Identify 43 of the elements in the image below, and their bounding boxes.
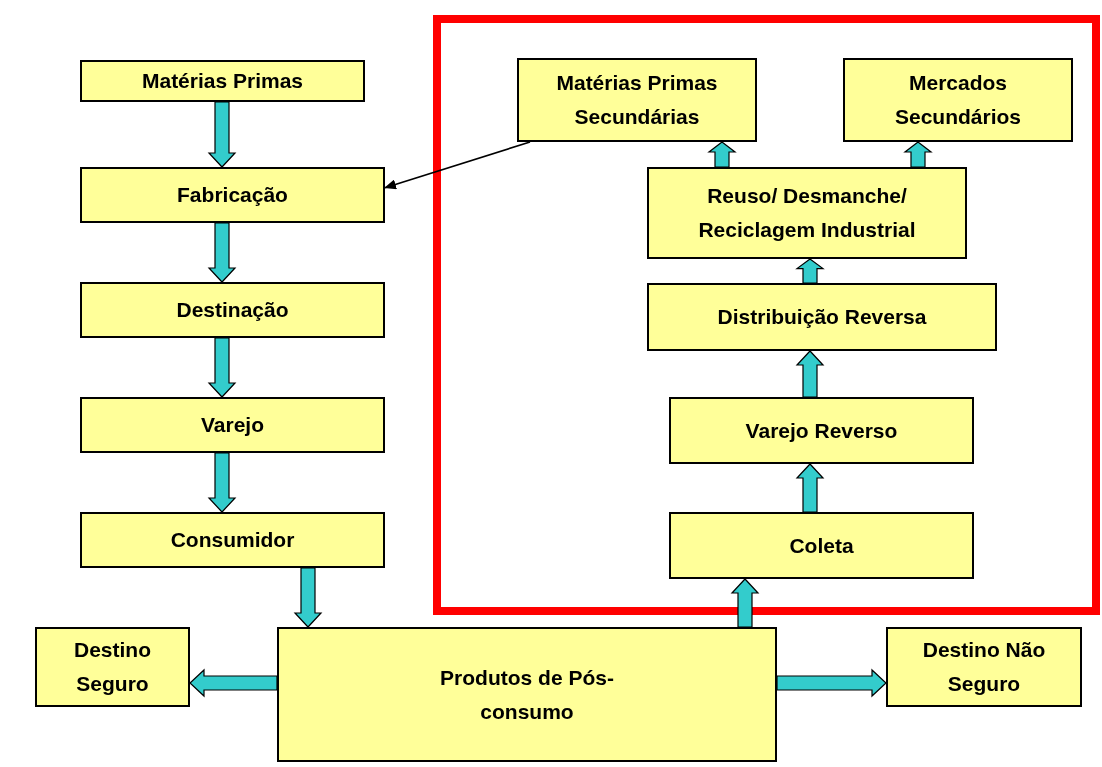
box-label: Produtos de Pós-consumo (439, 664, 615, 725)
process-box (669, 397, 974, 464)
block-arrow (795, 350, 825, 398)
block-arrow (903, 141, 933, 168)
process-box (669, 512, 974, 579)
box-label: Destinação (176, 297, 289, 323)
process-box (80, 167, 385, 223)
process-box (80, 397, 385, 453)
box-label: Distribuição Reversa (717, 304, 927, 330)
block-arrow (795, 258, 825, 284)
box-label: Varejo (200, 412, 264, 438)
process-box (80, 512, 385, 568)
box-label: Matérias Primas Secundárias (555, 70, 719, 130)
box-label: Destino Não Seguro (921, 637, 1047, 697)
block-arrow (776, 668, 887, 698)
block-arrow (207, 337, 237, 398)
process-box (277, 627, 777, 762)
box-label: Mercados Secundários (893, 70, 1022, 130)
highlight-frame (433, 15, 1100, 615)
box-label: Matérias Primas (141, 68, 304, 94)
process-box (843, 58, 1073, 142)
box-label: Destino Seguro (73, 637, 152, 697)
box-label: Varejo Reverso (745, 417, 898, 444)
process-box (647, 283, 997, 351)
box-label: Coleta (789, 532, 854, 559)
process-box (886, 627, 1082, 707)
block-arrow (189, 668, 278, 698)
block-arrow (707, 141, 737, 168)
block-arrow (293, 567, 323, 628)
process-box (647, 167, 967, 259)
block-arrow (730, 578, 760, 628)
block-arrow (207, 101, 237, 168)
process-box (35, 627, 190, 707)
process-box (80, 282, 385, 338)
process-box (80, 60, 365, 102)
box-label: Consumidor (170, 527, 295, 553)
block-arrow (207, 222, 237, 283)
block-arrow (207, 452, 237, 513)
arrow (384, 141, 531, 190)
box-label: Fabricação (177, 182, 288, 208)
process-box (517, 58, 757, 142)
block-arrow (795, 463, 825, 513)
box-label: Reuso/ Desmanche/ Reciclagem Industrial (697, 183, 917, 243)
